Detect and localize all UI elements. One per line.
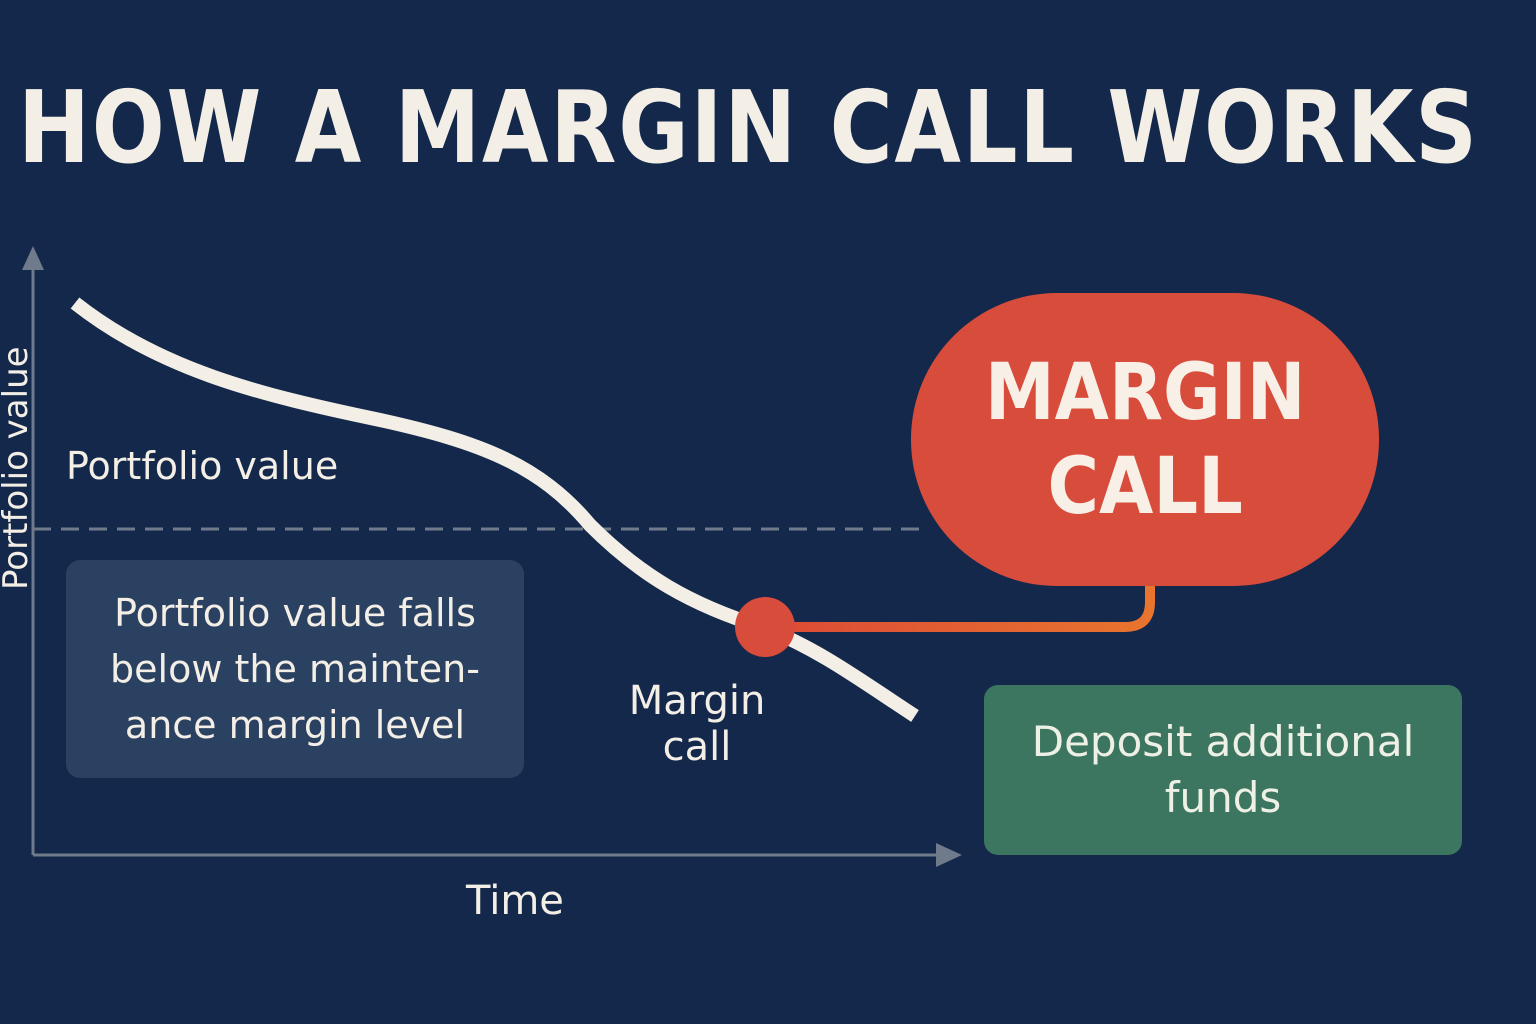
info-box: Portfolio value falls below the mainten-… xyxy=(66,560,524,778)
margin-call-connector xyxy=(765,580,1155,632)
y-axis-arrow xyxy=(22,246,44,270)
margin-call-bubble-text: MARGIN CALL xyxy=(984,347,1306,532)
deposit-funds-box: Deposit additional funds xyxy=(984,685,1462,855)
portfolio-value-label: Portfolio value xyxy=(66,444,339,488)
y-axis-label: Portfolio value xyxy=(0,346,36,590)
margin-call-bubble: MARGIN CALL xyxy=(911,293,1379,586)
x-axis-label: Time xyxy=(466,878,564,924)
margin-call-point xyxy=(735,597,795,657)
margin-call-point-label: Margin call xyxy=(628,678,766,770)
page-title: HOW A MARGIN CALL WORKS xyxy=(18,69,1479,186)
x-axis-arrow xyxy=(936,843,962,867)
info-box-text: Portfolio value falls below the mainten-… xyxy=(110,591,480,747)
portfolio-value-curve xyxy=(70,297,919,722)
deposit-funds-text: Deposit additional funds xyxy=(1031,717,1415,822)
